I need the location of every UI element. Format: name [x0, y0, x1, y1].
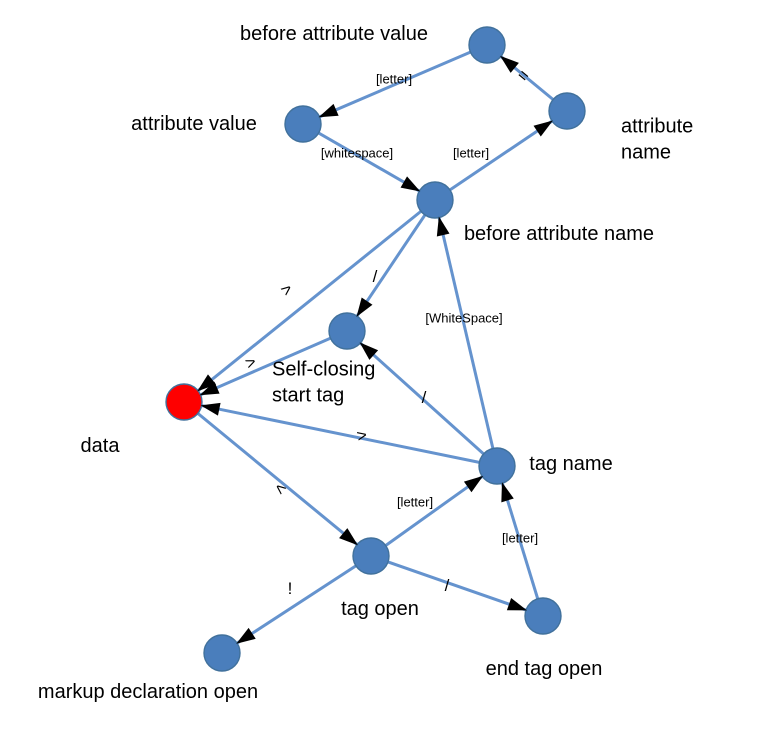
edge-label: [letter] [375, 71, 413, 87]
edge-before_attribute_name-to-data [195, 198, 436, 394]
arrowhead-icon [200, 402, 221, 416]
state-node-markup-declaration-open [203, 634, 241, 672]
arrowhead-icon [506, 598, 527, 611]
state-node-self-closing-start-tag [328, 312, 366, 350]
edge-label: [whitespace] [320, 145, 394, 161]
arrowhead-icon [318, 103, 339, 118]
edge-tag_open-to-markup_declaration_open [234, 554, 372, 646]
edge-self_closing_start_tag-to-data [198, 329, 348, 397]
edge-tag_name-to-data [199, 403, 498, 468]
edge-tag_open-to-end_tag_open [370, 554, 529, 613]
arrowhead-icon [236, 627, 256, 644]
arrowhead-icon [501, 482, 514, 503]
edge-end_tag_open-to-tag_name [500, 480, 545, 617]
edge-label: [WhiteSpace] [425, 310, 503, 326]
state-label-before-attribute-name: before attribute name [463, 222, 655, 245]
state-label-tag-open: tag open [341, 597, 419, 620]
state-node-before-attribute-name [416, 181, 454, 219]
arrowhead-icon [533, 120, 553, 137]
arrowhead-icon [339, 528, 358, 546]
edge-before_attribute_name-to-attribute_name [434, 118, 555, 202]
edge-label: / [421, 388, 427, 407]
state-label-data: data [80, 434, 120, 457]
edge-tag_name-to-self_closing_start_tag [357, 340, 499, 468]
arrowhead-icon [359, 342, 379, 360]
arrowhead-icon [197, 374, 217, 392]
edge-label: [letter] [396, 494, 434, 510]
edge-before_attribute_name-to-self_closing_start_tag [354, 199, 437, 319]
edge-label: [letter] [501, 530, 539, 546]
edge-before_attribute_value-to-attribute_value [317, 43, 488, 120]
state-node-attribute-value [284, 105, 322, 143]
state-node-tag-name [478, 447, 516, 485]
edge-label: ! [287, 579, 293, 598]
state-label-end-tag-open: end tag open [485, 657, 603, 680]
edge-tag_open-to-tag_name [370, 474, 485, 558]
state-label-tag-name: tag name [529, 452, 613, 475]
state-label-attribute-value: attribute value [131, 112, 257, 135]
state-node-before-attribute-value [468, 26, 506, 64]
arrowhead-icon [199, 381, 220, 396]
state-label-markup-declaration-open: markup declaration open [37, 680, 259, 703]
arrowhead-icon [400, 176, 421, 192]
state-label-attribute-name: attribute name [621, 115, 694, 164]
state-node-data [165, 383, 203, 421]
state-label-self-closing-start-tag: Self-closing start tag [272, 358, 376, 407]
arrowhead-icon [436, 216, 450, 237]
edge-tag_name-to-before_attribute_name [437, 215, 499, 467]
state-node-end-tag-open [524, 597, 562, 635]
state-label-before-attribute-value: before attribute value [240, 22, 428, 45]
state-node-tag-open [352, 537, 390, 575]
edge-attribute_value-to-before_attribute_name [302, 122, 422, 194]
arrowhead-icon [463, 475, 484, 493]
arrowhead-icon [500, 55, 519, 73]
state-node-attribute-name [548, 92, 586, 130]
edge-label: / [372, 267, 378, 286]
edge-label: / [444, 576, 450, 595]
arrowhead-icon [356, 297, 373, 317]
edge-label: [letter] [452, 145, 490, 161]
edge-data-to-tag_open [183, 400, 360, 547]
